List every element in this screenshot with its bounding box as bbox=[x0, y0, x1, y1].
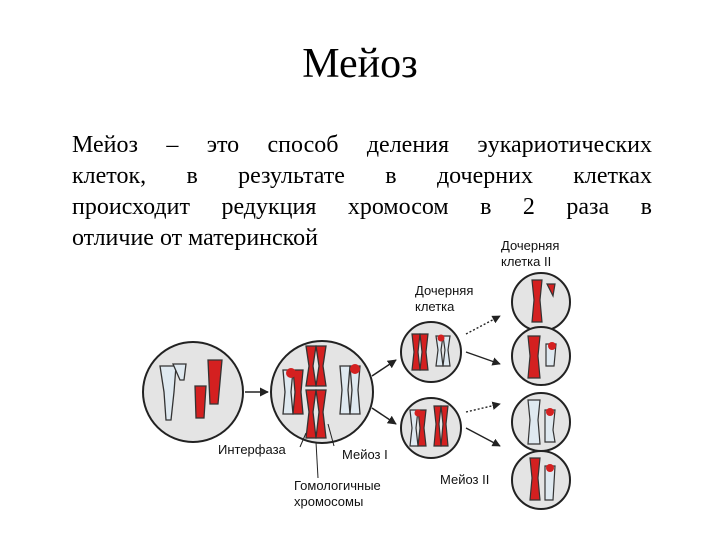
cell-meiosis-1 bbox=[270, 340, 374, 444]
cell-daughter-2b bbox=[511, 326, 571, 386]
arrow-icon bbox=[371, 407, 397, 425]
cell-daughter-1b bbox=[400, 397, 462, 459]
body-line-2: клеток, в результате в дочерних клетках bbox=[72, 163, 652, 189]
label-daughter-cell: Дочерняя клетка bbox=[415, 283, 474, 314]
slide-title: Мейоз bbox=[302, 41, 418, 87]
cell-daughter-2a bbox=[511, 272, 571, 332]
label-homologous-chromosomes: Гомологичные хромосомы bbox=[294, 478, 381, 509]
chromosome-blue bbox=[172, 363, 187, 381]
arrow-icon bbox=[465, 427, 501, 447]
body-line-4: отличие от материнской bbox=[72, 225, 318, 251]
arrow-icon bbox=[371, 359, 397, 377]
chromosome-red bbox=[207, 359, 223, 405]
label-meiosis-2: Мейоз II bbox=[440, 472, 490, 487]
arrow-icon bbox=[465, 351, 501, 366]
body-line-3: происходит редукция хромосом в 2 раза в bbox=[72, 194, 652, 220]
label-interphase: Интерфаза bbox=[218, 442, 286, 457]
cell-interphase bbox=[142, 341, 244, 443]
slide-body-text: Мейоз – это способ деления эукариотическ… bbox=[72, 130, 652, 254]
label-daughter-cell-2: Дочерняя клетка II bbox=[501, 238, 560, 269]
cell-daughter-1a bbox=[400, 321, 462, 383]
arrow-icon bbox=[465, 401, 501, 413]
label-meiosis-1: Мейоз I bbox=[342, 447, 388, 462]
cell-daughter-2c bbox=[511, 392, 571, 452]
pointer-line bbox=[315, 441, 319, 479]
chromosome-red bbox=[194, 385, 207, 419]
pointer-line bbox=[327, 423, 335, 447]
pointer-line bbox=[299, 432, 307, 448]
body-line-1: Мейоз – это способ деления эукариотическ… bbox=[72, 132, 652, 158]
arrow-icon bbox=[465, 315, 501, 335]
cell-daughter-2d bbox=[511, 450, 571, 510]
